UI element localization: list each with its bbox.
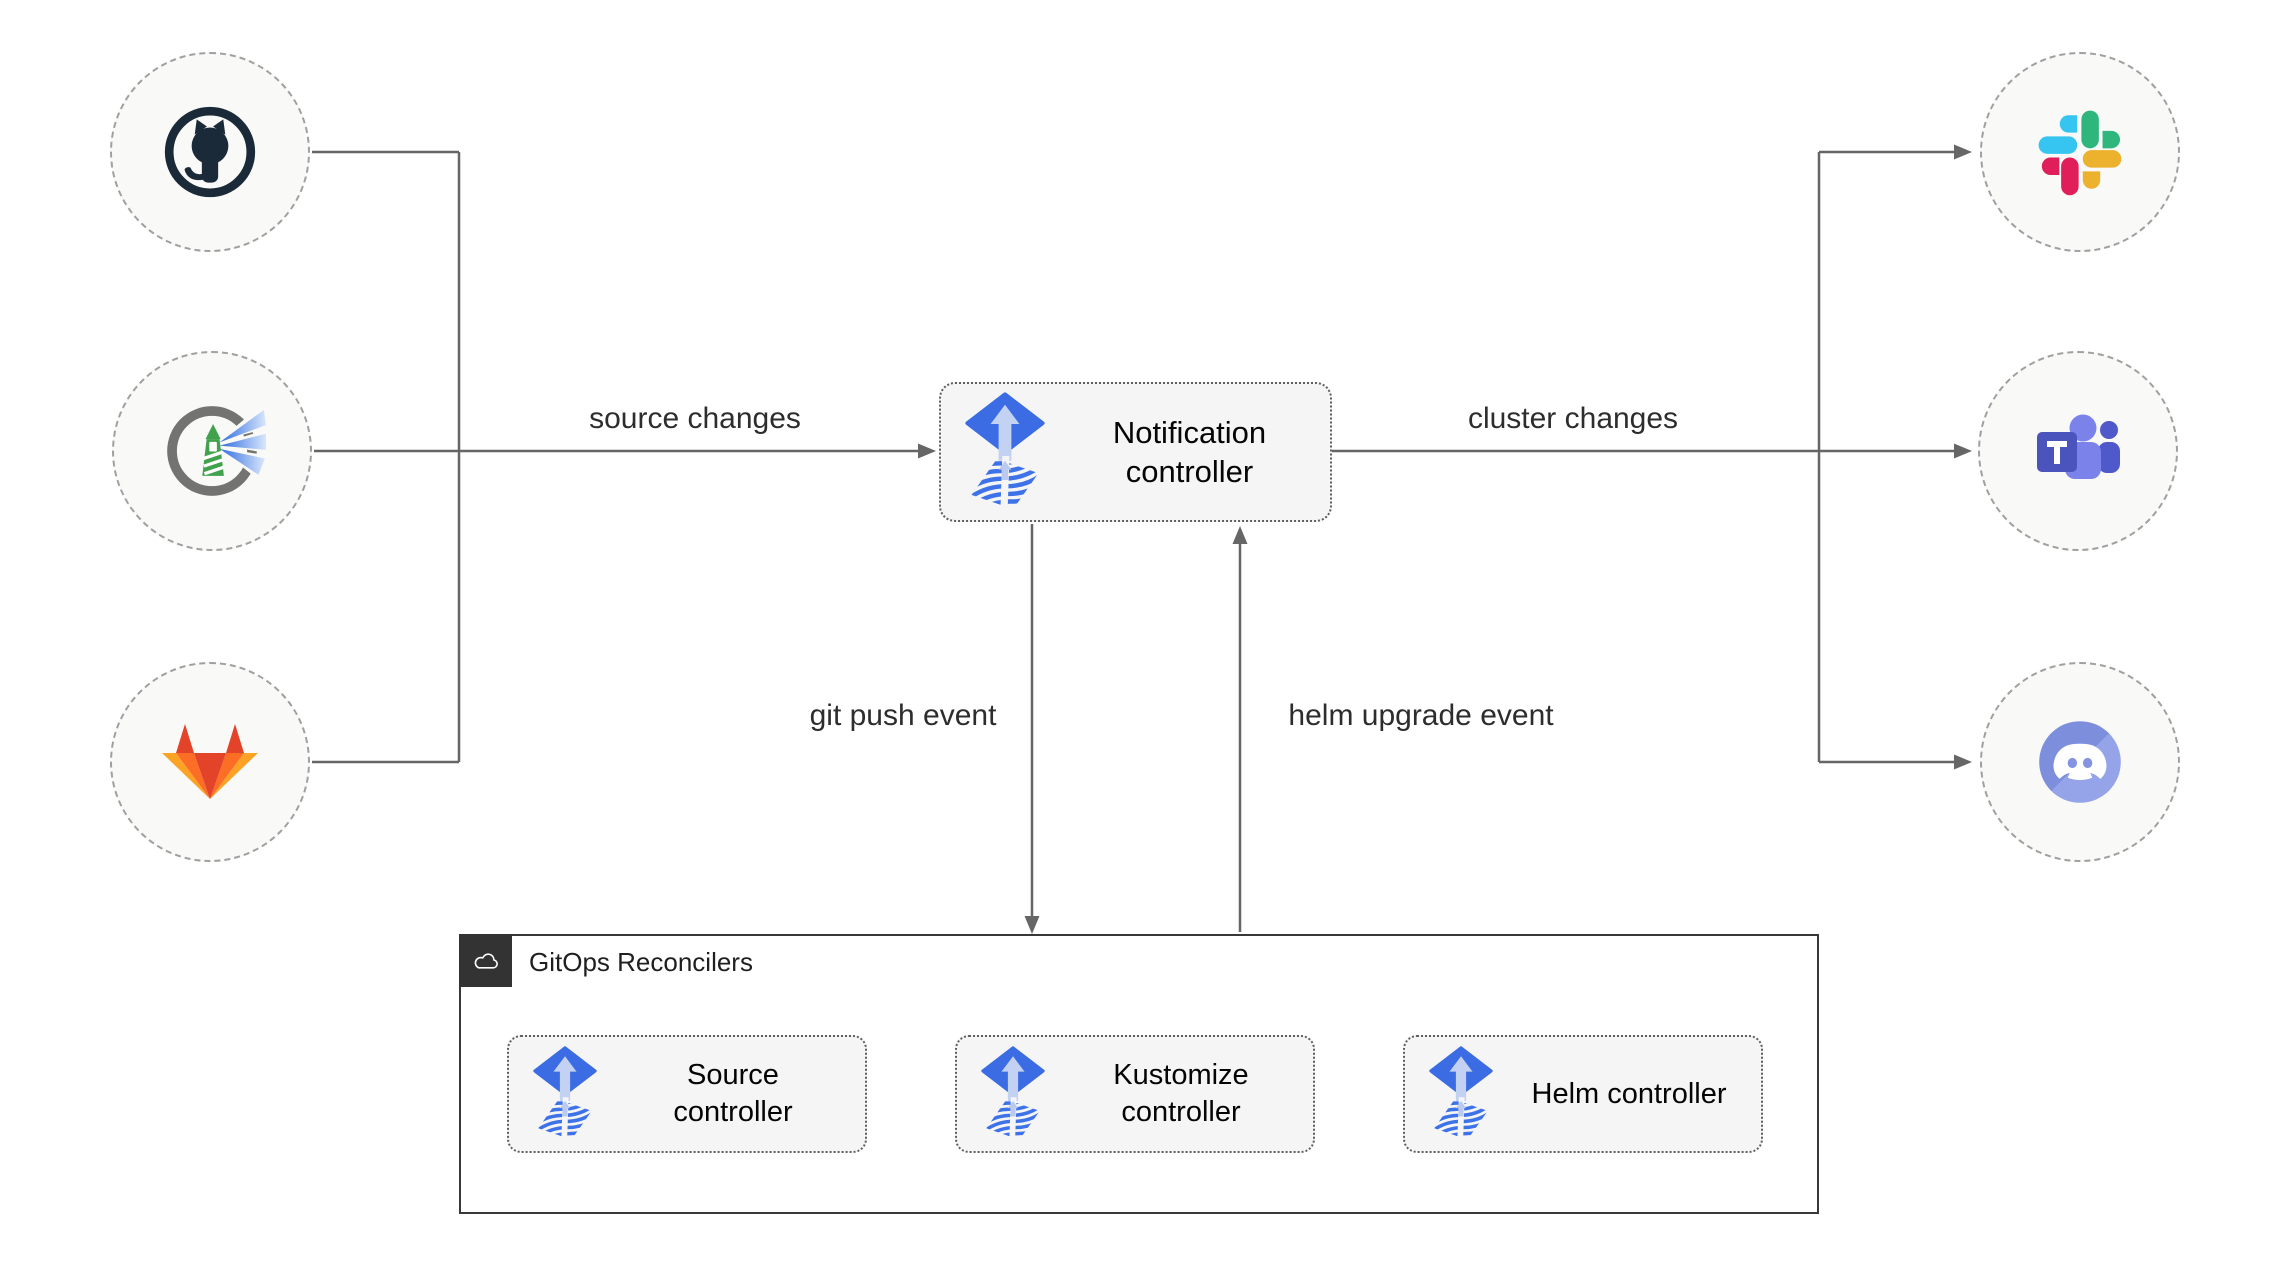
node-source-controller[interactable]: Source controller [507, 1035, 867, 1153]
teams-icon [2028, 401, 2128, 501]
cloud-icon [468, 948, 504, 974]
slack-icon [2034, 106, 2126, 198]
node-helm-controller[interactable]: Helm controller [1403, 1035, 1763, 1153]
gitlab-icon [160, 717, 260, 807]
gitops-reconcilers-title: GitOps Reconcilers [529, 947, 753, 977]
node-gitlab[interactable] [110, 662, 310, 862]
node-github[interactable] [110, 52, 310, 252]
node-harbor[interactable] [112, 351, 312, 551]
arrowhead-into-teams [1954, 443, 1972, 459]
discord-icon [2029, 711, 2131, 813]
flux-icon [533, 1046, 597, 1142]
edge-label-cluster-changes: cluster changes [1467, 402, 1679, 435]
notification-controller-label: Notification controller [1112, 415, 1267, 489]
edge-label-git-push-event: git push event [809, 699, 997, 732]
node-slack[interactable] [1980, 52, 2180, 252]
node-discord[interactable] [1980, 662, 2180, 862]
helm-controller-label: Helm controller [1531, 1077, 1727, 1110]
edge-label-helm-upgrade-event: helm upgrade event [1288, 699, 1554, 732]
flux-icon [981, 1046, 1045, 1142]
arrowhead-into-slack [1954, 144, 1972, 160]
github-icon [159, 101, 261, 203]
edge-label-source-changes: source changes [589, 402, 801, 435]
flux-icon [965, 392, 1045, 512]
harbor-icon [158, 397, 266, 505]
arrowhead-into-notification [918, 443, 936, 459]
kustomize-controller-label: Kustomize controller [1113, 1059, 1249, 1128]
arrowhead-git-push-down [1024, 916, 1040, 934]
flux-icon [1429, 1046, 1493, 1142]
node-kustomize-controller[interactable]: Kustomize controller [955, 1035, 1315, 1153]
node-notification-controller[interactable]: Notification controller [939, 382, 1332, 522]
arrowhead-into-discord [1954, 754, 1972, 770]
arrowhead-helm-upgrade-up [1232, 526, 1248, 544]
source-controller-label: Source controller [673, 1059, 793, 1128]
node-teams[interactable] [1978, 351, 2178, 551]
cloud-icon-badge [459, 934, 512, 987]
